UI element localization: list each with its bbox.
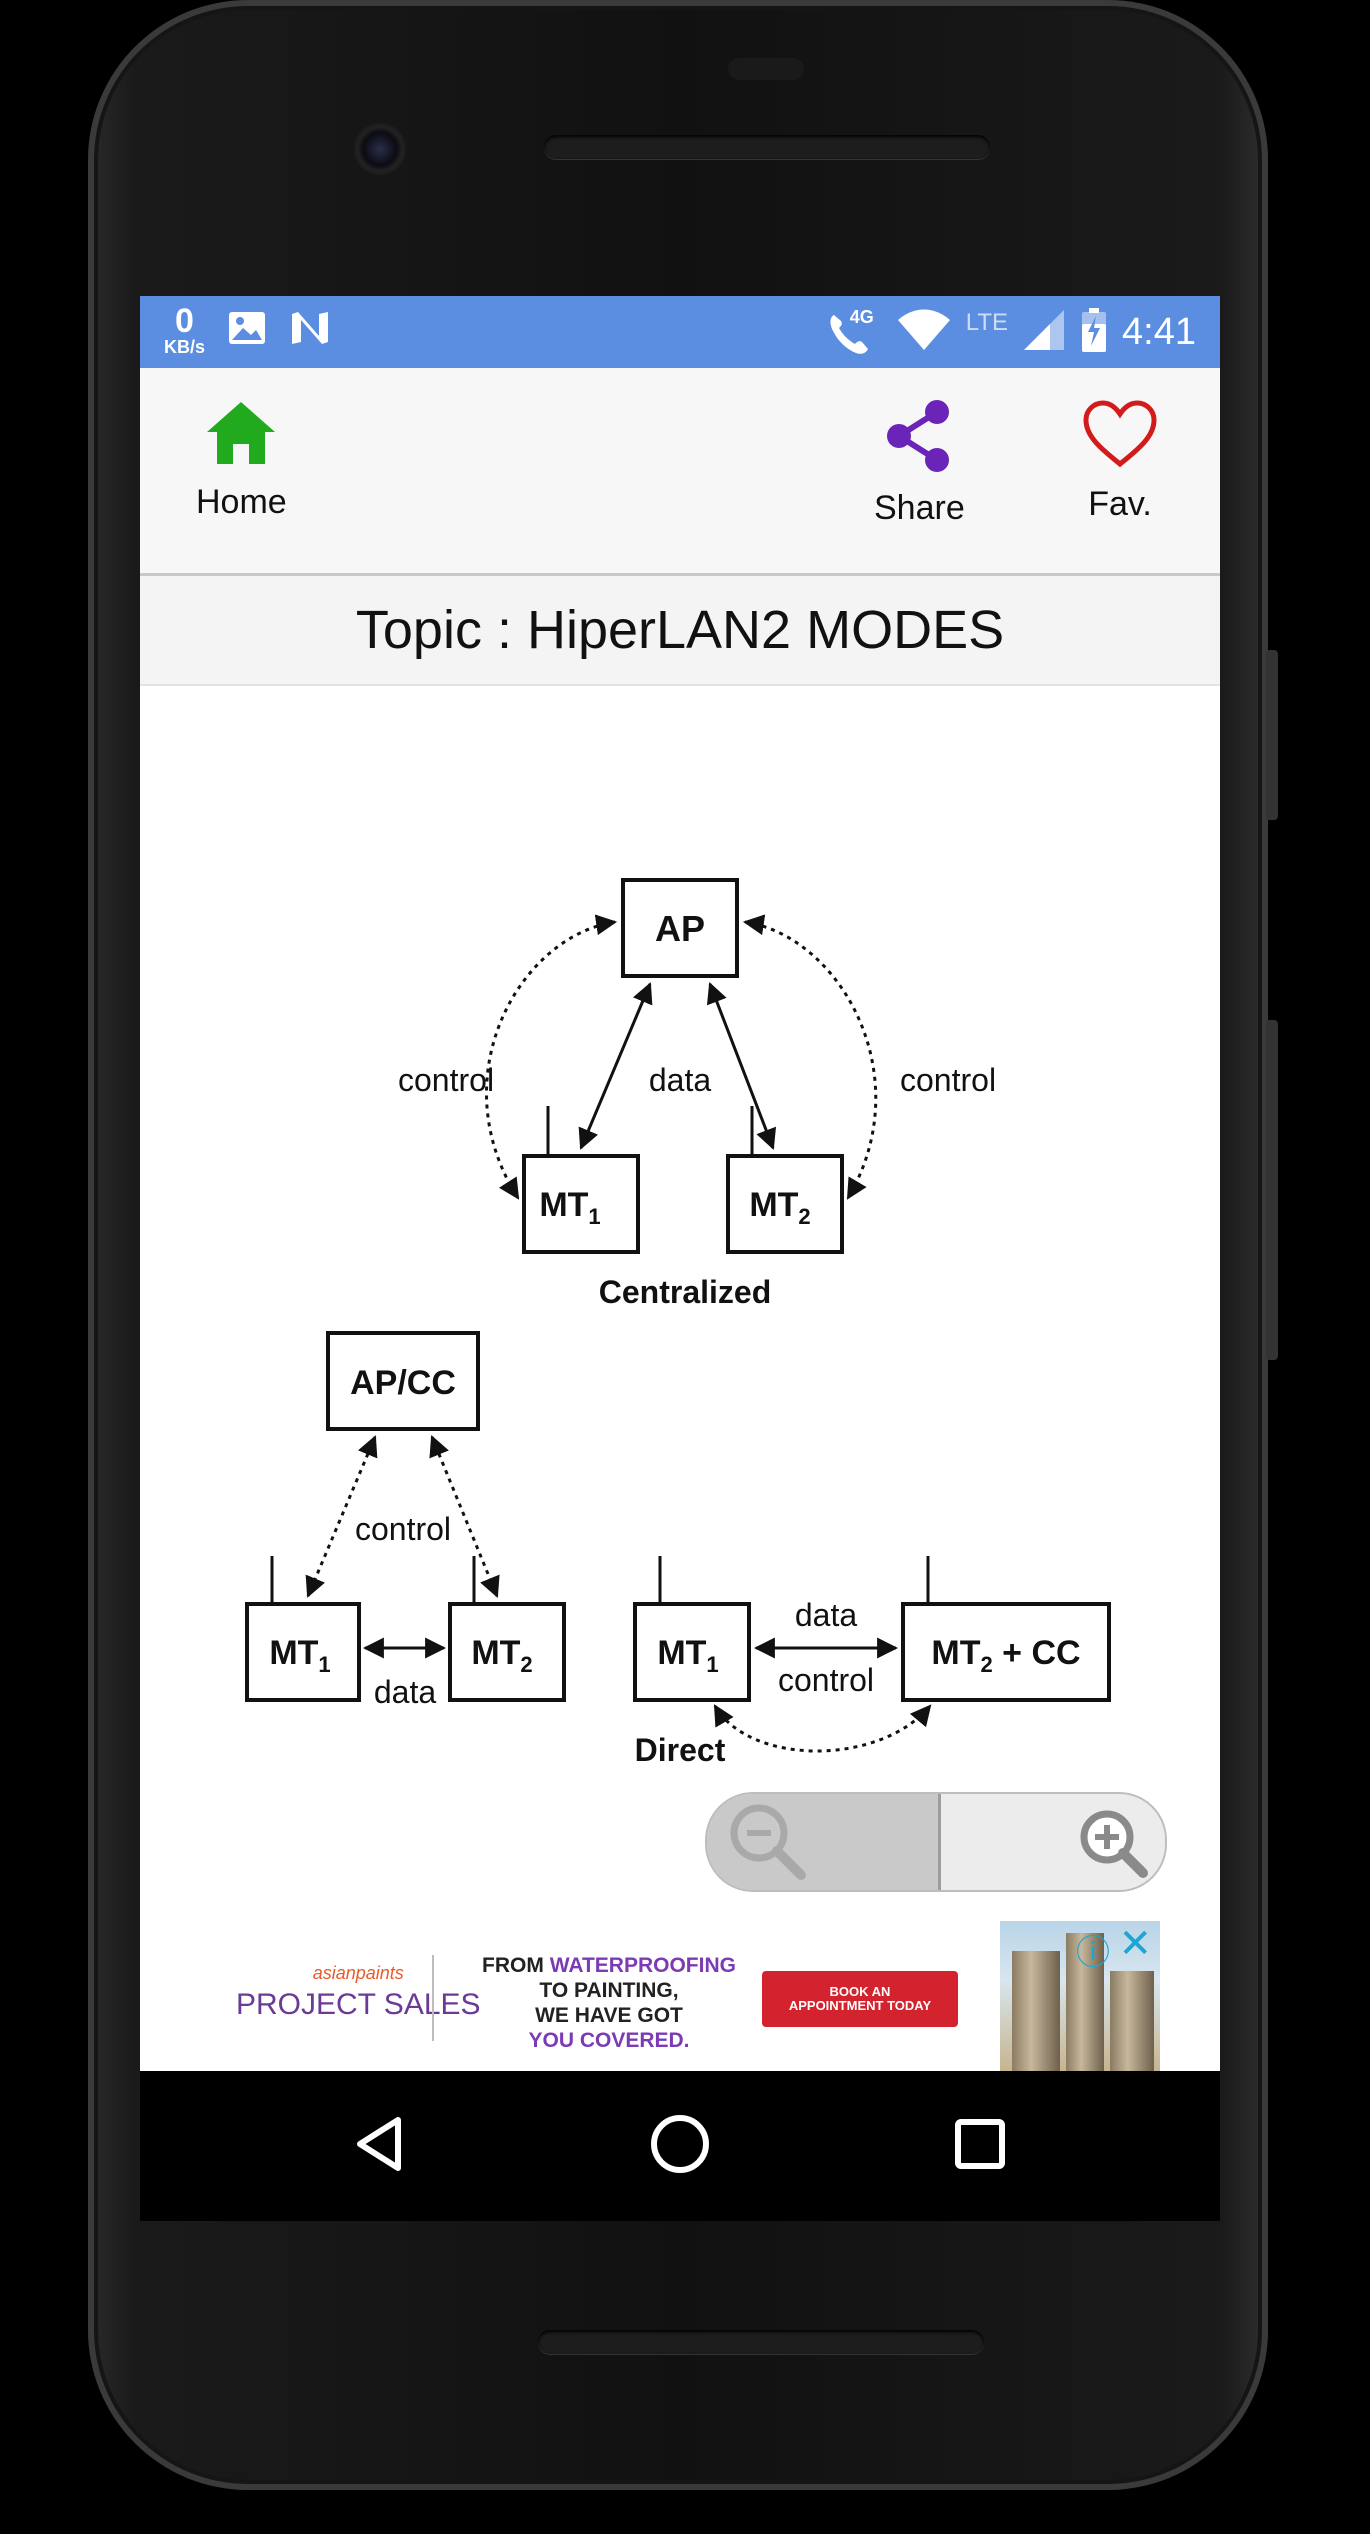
apcc-label: AP/CC xyxy=(350,1364,456,1402)
direct-left-mt2-label: MT2 xyxy=(471,1634,532,1677)
centralized-control-left-label: control xyxy=(398,1062,494,1098)
bottom-speaker xyxy=(538,2330,984,2354)
earpiece-speaker xyxy=(544,135,990,159)
network-speed-value: 0 xyxy=(175,302,194,340)
centralized-mode: AP MT1 MT2 control data control Centrali… xyxy=(398,878,996,1310)
ad-brand: asianpaints PROJECT SALES xyxy=(236,1963,481,2022)
ad-brand-logo: asianpaints xyxy=(312,1963,404,1983)
control-arrow-right xyxy=(742,914,878,1200)
network-speed-unit: KB/s xyxy=(164,337,206,357)
direct-right-data-label: data xyxy=(795,1597,857,1633)
ad-brand-name: PROJECT SALES xyxy=(236,1988,481,2021)
status-bar: 0 KB/s 4G LTE 4:4 xyxy=(140,296,1220,368)
status-clock: 4:41 xyxy=(1122,310,1196,353)
centralized-caption: Centralized xyxy=(599,1274,771,1310)
front-camera xyxy=(354,123,406,175)
volume-button xyxy=(1266,650,1278,820)
zoom-in-icon xyxy=(1065,1795,1155,1890)
wifi-calling-icon: 4G xyxy=(826,307,882,357)
direct-right-mt1-label: MT1 xyxy=(657,1634,718,1677)
wifi-icon xyxy=(896,308,952,357)
control-arrow-left xyxy=(485,914,618,1200)
data-arrow-right xyxy=(706,982,777,1150)
home-nav-button[interactable] xyxy=(645,2111,715,2181)
mt2-label: MT2 xyxy=(749,1186,810,1229)
system-nav-bar xyxy=(140,2071,1220,2221)
power-button xyxy=(1266,1020,1278,1360)
direct-mode-left: AP/CC MT1 MT2 control data xyxy=(245,1331,566,1710)
direct-right-control-label: control xyxy=(778,1662,874,1698)
proximity-sensor xyxy=(728,58,804,80)
direct-left-data-label: data xyxy=(374,1674,436,1710)
heart-icon xyxy=(1080,398,1160,475)
home-button[interactable]: Home xyxy=(196,398,287,522)
apcc-control-arrow-left xyxy=(305,1435,378,1598)
zoom-control xyxy=(705,1792,1167,1892)
data-arrow-left xyxy=(578,982,653,1150)
network-speed: 0 KB/s xyxy=(164,304,205,356)
zoom-out-icon xyxy=(723,1795,813,1890)
share-label: Share xyxy=(874,489,965,527)
mt1-label: MT1 xyxy=(539,1186,600,1229)
direct-left-control-label: control xyxy=(355,1511,451,1547)
apcc-box xyxy=(326,1331,480,1431)
direct-mode-right: MT1 MT2 + CC data control Direct xyxy=(633,1556,1111,1768)
ad-divider xyxy=(432,1955,434,2041)
zoom-in-button[interactable] xyxy=(940,1794,1165,1890)
app-screen: 0 KB/s 4G LTE 4:4 xyxy=(140,296,1220,2071)
direct-left-mt2-box xyxy=(448,1602,566,1702)
ad-building-photo: ⓘ ✕ xyxy=(1000,1921,1160,2071)
direct-right-control-arrow xyxy=(713,1704,932,1753)
centralized-control-right-label: control xyxy=(900,1062,996,1098)
direct-left-mt1-box xyxy=(245,1602,361,1702)
home-icon xyxy=(203,398,279,473)
battery-charging-icon xyxy=(1080,307,1108,357)
recents-button[interactable] xyxy=(945,2111,1015,2181)
gallery-notification-icon xyxy=(227,310,267,351)
n-notification-icon xyxy=(289,310,331,351)
direct-caption: Direct xyxy=(635,1732,726,1768)
call-4g-badge: 4G xyxy=(849,307,874,327)
topic-title: Topic : HiperLAN2 MODES xyxy=(140,576,1220,686)
direct-left-mt1-label: MT1 xyxy=(269,1634,330,1677)
home-label: Home xyxy=(196,483,287,521)
ad-banner[interactable]: asianpaints PROJECT SALES FROM WATERPROO… xyxy=(200,1921,1160,2071)
share-icon xyxy=(881,398,957,479)
zoom-out-button[interactable] xyxy=(707,1794,941,1890)
favorite-button[interactable]: Fav. xyxy=(1080,398,1160,524)
ap-box xyxy=(621,878,739,978)
ad-tagline: FROM WATERPROOFING TO PAINTING, WE HAVE … xyxy=(482,1954,736,2052)
direct-right-mt1-box xyxy=(633,1602,751,1702)
ad-close-icon[interactable]: ✕ xyxy=(1118,1922,1152,1966)
back-triangle-icon xyxy=(350,2114,410,2179)
cell-signal-icon xyxy=(1022,308,1066,357)
favorite-label: Fav. xyxy=(1088,485,1152,523)
diagram-viewer[interactable]: AP MT1 MT2 control data control Centrali… xyxy=(140,686,1220,1916)
centralized-data-label: data xyxy=(649,1062,711,1098)
ad-info-icon[interactable]: ⓘ xyxy=(1076,1934,1110,1972)
ap-label: AP xyxy=(655,908,705,949)
mt2-cc-box xyxy=(901,1602,1111,1702)
lte-label: LTE xyxy=(965,309,1009,336)
share-button[interactable]: Share xyxy=(874,398,965,528)
apcc-control-arrow-right xyxy=(429,1435,500,1598)
back-button[interactable] xyxy=(345,2111,415,2181)
hiperlan2-modes-diagram: AP MT1 MT2 control data control Centrali… xyxy=(245,878,1111,1768)
app-toolbar: Home Share Fav. xyxy=(140,368,1220,576)
recents-square-icon xyxy=(952,2116,1008,2177)
home-circle-icon xyxy=(649,2113,711,2180)
mt2-cc-label: MT2 + CC xyxy=(931,1634,1080,1677)
